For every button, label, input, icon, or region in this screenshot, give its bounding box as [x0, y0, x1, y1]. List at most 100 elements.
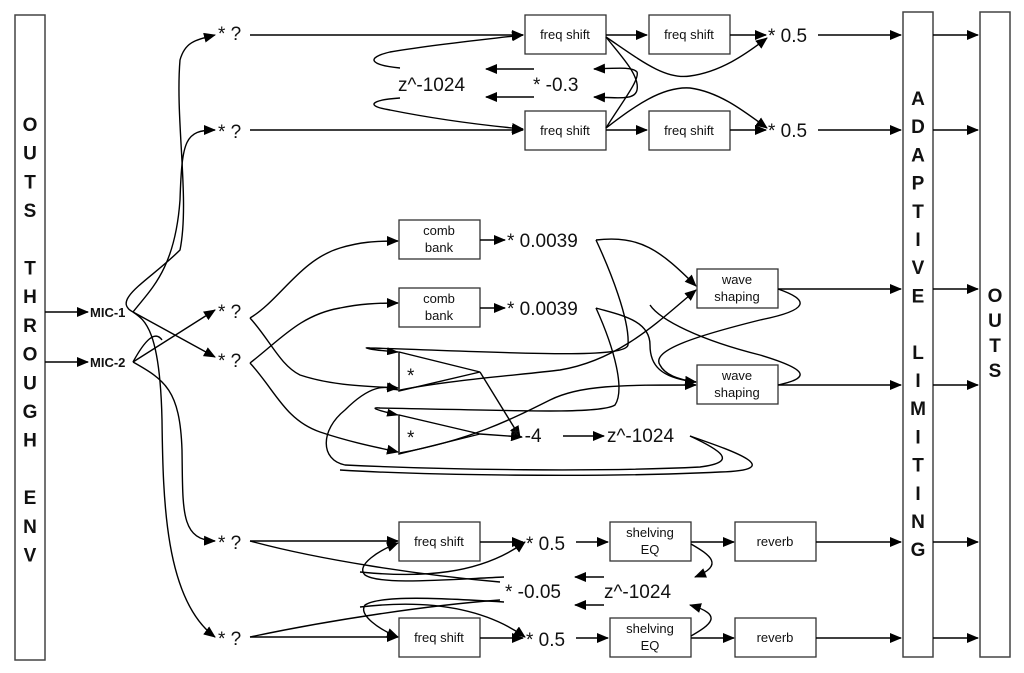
outs-letter: S [989, 361, 1002, 382]
wire [325, 382, 724, 471]
gain-unknown-5: * ? [218, 533, 241, 554]
wire [649, 304, 801, 386]
svg-text:freq shift: freq shift [414, 534, 464, 549]
svg-text:shelving: shelving [626, 525, 674, 540]
svg-text:shelving: shelving [626, 621, 674, 636]
adaptive-limiting-letter: A [911, 89, 925, 110]
svg-text:comb: comb [423, 291, 455, 306]
freq-shift-block-5: freq shift [398, 521, 481, 562]
outs-through-env-letter: O [23, 115, 38, 136]
delay-bottom: z^-1024 [604, 582, 671, 603]
svg-text:wave: wave [721, 272, 752, 287]
wire [249, 236, 399, 319]
wire [362, 597, 505, 638]
svg-text:wave: wave [721, 368, 752, 383]
svg-text:*: * [407, 428, 415, 449]
svg-text:EQ: EQ [641, 638, 660, 653]
outs-through-env-letter: T [24, 259, 36, 280]
wire [249, 317, 399, 393]
wire [249, 599, 501, 638]
adaptive-limiting-letter: I [915, 484, 920, 505]
adaptive-limiting-letter: V [912, 258, 925, 279]
adaptive-limiting-letter: I [915, 427, 920, 448]
svg-text:bank: bank [425, 308, 454, 323]
wave-shaping-block-2: wave shaping [696, 364, 779, 405]
gain-neg-4: * -4 [512, 426, 542, 447]
delay-top: z^-1024 [398, 75, 465, 96]
svg-text:comb: comb [423, 223, 455, 238]
adaptive-limiting-letter: L [912, 343, 924, 364]
outs-through-env-letter: E [24, 488, 37, 509]
adaptive-limiting-letter: T [912, 202, 924, 223]
freq-shift-block-2: freq shift [648, 14, 731, 55]
freq-shift-block-1: freq shift [524, 14, 607, 55]
adaptive-limiting-letter: D [911, 117, 925, 138]
adaptive-limiting-letter: A [911, 145, 925, 166]
comb-bank-block-1: comb bank [398, 219, 481, 260]
adaptive-limiting-letter: G [911, 540, 926, 561]
outs-through-env-letter: V [24, 546, 37, 567]
gain-unknown-1-text: * ? [218, 24, 241, 45]
gain-unknown-3: * ? [218, 302, 241, 323]
svg-text:freq shift: freq shift [540, 123, 590, 138]
wave-shaping-block-1: wave shaping [696, 268, 779, 309]
mic-1-label: MIC-1 [90, 305, 125, 320]
outs-through-env-letter: R [23, 316, 37, 337]
wire [362, 542, 505, 582]
limiter-to-outs-wires [933, 30, 979, 643]
adaptive-limiting-letter: P [912, 174, 925, 195]
wire [593, 63, 638, 129]
gain-half-1: * 0.5 [768, 26, 807, 47]
outs-letter: O [988, 286, 1003, 307]
outs-through-env-letter: O [23, 345, 38, 366]
svg-text:freq shift: freq shift [414, 630, 464, 645]
delay-middle: z^-1024 [607, 426, 674, 447]
wire [605, 87, 768, 129]
adaptive-limiting-letter: N [911, 512, 925, 533]
svg-text:*: * [407, 366, 415, 387]
freq-shift-block-3: freq shift [524, 110, 607, 151]
svg-text:reverb: reverb [757, 534, 794, 549]
outs-through-env-letter: H [23, 287, 37, 308]
wire [359, 541, 526, 576]
outs-through-env-letter: S [24, 201, 37, 222]
adaptive-limiting-letter: E [912, 286, 925, 307]
wire [373, 97, 524, 133]
shelving-eq-block-2: shelving EQ [609, 617, 692, 658]
adaptive-limiting-letter: T [912, 456, 924, 477]
gain-neg-0.3: * -0.3 [533, 75, 578, 96]
multiplier-triangle-1: * [398, 351, 481, 392]
gain-unknown-4: * ? [218, 351, 241, 372]
outs-letter: T [989, 336, 1001, 357]
wire [689, 603, 712, 637]
feedback-wires [365, 238, 697, 454]
comb-bank-block-2: comb bank [398, 287, 481, 328]
outs-through-env-letter: T [24, 172, 36, 193]
outs-through-env-letter: G [23, 402, 38, 423]
gain-unknown-2: * ? [218, 122, 241, 143]
wire [249, 298, 399, 364]
gain-half-2: * 0.5 [768, 121, 807, 142]
gain-unknown-6: * ? [218, 629, 241, 650]
svg-text:EQ: EQ [641, 542, 660, 557]
reverb-block-1: reverb [734, 521, 817, 562]
outs-through-env-letter: U [23, 373, 37, 394]
wire [359, 603, 526, 638]
svg-text:freq shift: freq shift [540, 27, 590, 42]
adaptive-limiting-letter: M [910, 399, 926, 420]
svg-text:shaping: shaping [714, 289, 760, 304]
gain-comb-1: * 0.0039 [507, 231, 578, 252]
outs-letter: U [988, 311, 1002, 332]
adaptive-limiting-letter: I [915, 371, 920, 392]
freq-shift-block-6: freq shift [398, 617, 481, 658]
svg-text:shaping: shaping [714, 385, 760, 400]
svg-text:reverb: reverb [757, 630, 794, 645]
gain-half-4: * 0.5 [526, 630, 565, 651]
wire [690, 543, 713, 578]
svg-text:freq shift: freq shift [664, 27, 714, 42]
wire [373, 31, 524, 69]
